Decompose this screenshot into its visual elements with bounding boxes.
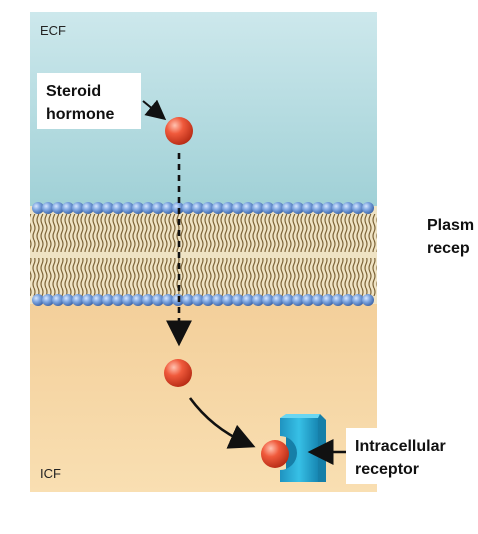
phospholipid-head: [62, 294, 74, 306]
outer-leaflet-heads: [32, 202, 374, 214]
phospholipid-head: [262, 202, 274, 214]
steroid-hormone-label-line1: Steroid: [46, 83, 101, 100]
phospholipid-head: [82, 202, 94, 214]
phospholipid-head: [112, 202, 124, 214]
phospholipid-head: [212, 202, 224, 214]
intracellular-receptor-label-line2: receptor: [355, 461, 419, 478]
phospholipid-bilayer: [30, 202, 377, 306]
phospholipid-head: [222, 294, 234, 306]
steroid-hormone-molecule: [165, 117, 193, 145]
phospholipid-head: [52, 294, 64, 306]
binding-curved-arrow: [188, 397, 256, 449]
phospholipid-head: [142, 294, 154, 306]
phospholipid-head: [202, 202, 214, 214]
phospholipid-head: [162, 202, 174, 214]
phospholipid-head: [342, 202, 354, 214]
phospholipid-head: [302, 294, 314, 306]
phospholipid-head: [242, 294, 254, 306]
intracellular-receptor-callout: Intracellular receptor: [346, 428, 471, 484]
phospholipid-head: [212, 294, 224, 306]
phospholipid-head: [92, 294, 104, 306]
phospholipid-head: [182, 202, 194, 214]
steroid-hormone-pointer-arrow: [142, 99, 167, 121]
phospholipid-head: [102, 202, 114, 214]
phospholipid-head: [322, 294, 334, 306]
phospholipid-head: [272, 294, 284, 306]
intracellular-receptor-icon: [280, 414, 326, 482]
phospholipid-head: [152, 294, 164, 306]
phospholipid-head: [112, 294, 124, 306]
phospholipid-head: [32, 294, 44, 306]
phospholipid-head: [262, 294, 274, 306]
phospholipid-head: [192, 294, 204, 306]
phospholipid-head: [122, 202, 134, 214]
bound-steroid-hormone: [261, 440, 289, 468]
plasma-receptor-label-line2: recep: [427, 240, 470, 257]
phospholipid-head: [292, 202, 304, 214]
phospholipid-head: [232, 294, 244, 306]
phospholipid-head: [252, 202, 264, 214]
phospholipid-head: [42, 202, 54, 214]
phospholipid-head: [312, 294, 324, 306]
phospholipid-head: [352, 294, 364, 306]
phospholipid-head: [152, 202, 164, 214]
phospholipid-head: [42, 294, 54, 306]
phospholipid-head: [32, 202, 44, 214]
phospholipid-head: [52, 202, 64, 214]
phospholipid-head: [92, 202, 104, 214]
phospholipid-head: [242, 202, 254, 214]
phospholipid-head: [362, 294, 374, 306]
phospholipid-head: [102, 294, 114, 306]
phospholipid-head: [192, 202, 204, 214]
phospholipid-head: [322, 202, 334, 214]
steroid-hormone-callout: Steroid hormone: [37, 73, 141, 129]
steroid-hormone-label-line2: hormone: [46, 106, 115, 123]
phospholipid-head: [282, 294, 294, 306]
icf-label: ICF: [40, 466, 61, 481]
phospholipid-head: [292, 294, 304, 306]
phospholipid-head: [82, 294, 94, 306]
phospholipid-head: [272, 202, 284, 214]
phospholipid-head: [332, 202, 344, 214]
phospholipid-head: [342, 294, 354, 306]
phospholipid-head: [332, 294, 344, 306]
phospholipid-head: [302, 202, 314, 214]
phospholipid-head: [62, 202, 74, 214]
phospholipid-head: [252, 294, 264, 306]
ecf-label: ECF: [40, 23, 66, 38]
plasma-receptor-label-line1: Plasm: [427, 217, 474, 234]
steroid-hormone-intracellular: [164, 359, 192, 387]
phospholipid-head: [282, 202, 294, 214]
plasma-receptor-partial-label: Plasm recep: [427, 217, 474, 257]
phospholipid-head: [72, 294, 84, 306]
inner-leaflet-heads: [32, 294, 374, 306]
phospholipid-head: [232, 202, 244, 214]
phospholipid-head: [312, 202, 324, 214]
phospholipid-head: [222, 202, 234, 214]
phospholipid-head: [182, 294, 194, 306]
phospholipid-head: [352, 202, 364, 214]
intracellular-receptor-label-line1: Intracellular: [355, 438, 446, 455]
phospholipid-head: [162, 294, 174, 306]
phospholipid-head: [362, 202, 374, 214]
phospholipid-head: [72, 202, 84, 214]
phospholipid-head: [122, 294, 134, 306]
phospholipid-head: [202, 294, 214, 306]
phospholipid-head: [132, 202, 144, 214]
phospholipid-head: [132, 294, 144, 306]
phospholipid-head: [142, 202, 154, 214]
